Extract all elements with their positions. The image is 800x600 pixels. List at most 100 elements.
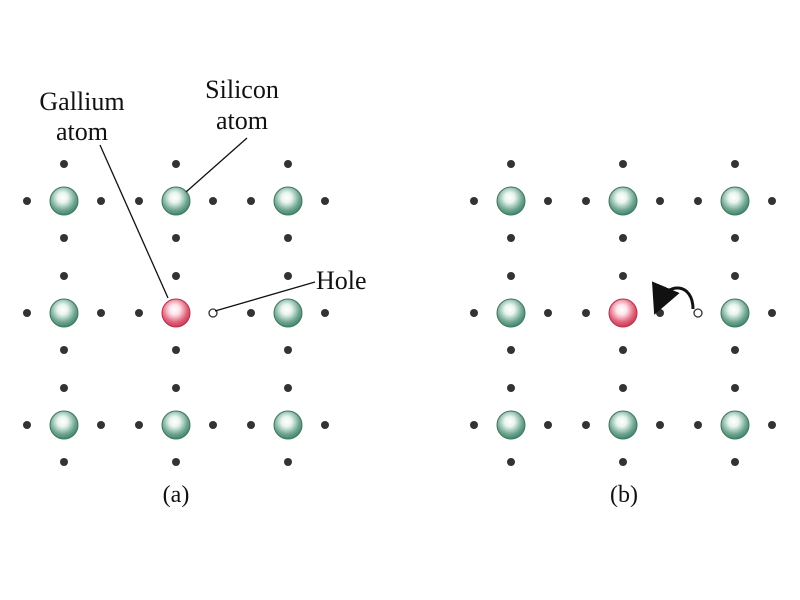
electron-dot	[470, 197, 478, 205]
silicon-atom	[49, 186, 79, 216]
electron-dot	[321, 421, 329, 429]
electron-dot	[768, 309, 776, 317]
silicon-atom	[496, 186, 526, 216]
electron-dot	[582, 197, 590, 205]
electron-dot	[619, 160, 627, 168]
electron-dot	[247, 197, 255, 205]
electron-dot	[582, 309, 590, 317]
panel-a	[23, 160, 329, 466]
electron-dot	[619, 384, 627, 392]
gallium-leader-line	[99, 144, 169, 299]
hole-motion-arrow	[652, 281, 695, 315]
electron-dot	[656, 197, 664, 205]
silicon-atom	[49, 298, 79, 328]
silicon-atom	[161, 186, 191, 216]
silicon-atom	[49, 410, 79, 440]
electron-dot	[731, 160, 739, 168]
electron-dot	[507, 458, 515, 466]
electron-dot	[731, 384, 739, 392]
electron-dot	[247, 309, 255, 317]
electron-dot	[284, 160, 292, 168]
electron-dot	[768, 197, 776, 205]
electron-dot	[135, 197, 143, 205]
gallium-label-line1: Gallium	[39, 87, 124, 116]
electron-dot	[582, 421, 590, 429]
electron-dot	[135, 309, 143, 317]
electron-dot	[284, 272, 292, 280]
electron-dot	[247, 421, 255, 429]
silicon-atom	[720, 298, 750, 328]
electron-dot	[731, 272, 739, 280]
electron-dot	[619, 272, 627, 280]
hole-marker	[693, 308, 703, 318]
electron-dot	[172, 234, 180, 242]
electron-dot	[619, 234, 627, 242]
electron-dot	[284, 234, 292, 242]
electron-dot	[60, 346, 68, 354]
electron-dot	[23, 309, 31, 317]
gallium-atom	[608, 298, 638, 328]
electron-dot	[694, 197, 702, 205]
electron-dot	[544, 421, 552, 429]
electron-dot	[321, 197, 329, 205]
panel-a-label: (a)	[163, 482, 190, 508]
silicon-atom	[496, 298, 526, 328]
silicon-atom	[273, 410, 303, 440]
electron-dot	[209, 421, 217, 429]
electron-dot	[23, 197, 31, 205]
hole-label: Hole	[316, 266, 367, 295]
electron-dot	[656, 309, 664, 317]
electron-dot	[507, 346, 515, 354]
electron-dot	[619, 346, 627, 354]
electron-dot	[731, 458, 739, 466]
electron-dot	[731, 234, 739, 242]
electron-dot	[284, 384, 292, 392]
electron-dot	[23, 421, 31, 429]
panel-b-label: (b)	[610, 482, 638, 508]
electron-dot	[768, 421, 776, 429]
silicon-atom	[496, 410, 526, 440]
silicon-atom	[161, 410, 191, 440]
electron-dot	[97, 421, 105, 429]
silicon-atom	[720, 410, 750, 440]
silicon-atom	[273, 186, 303, 216]
electron-dot	[172, 160, 180, 168]
electron-dot	[544, 309, 552, 317]
electron-dot	[656, 421, 664, 429]
electron-dot	[97, 197, 105, 205]
silicon-atom	[608, 410, 638, 440]
silicon-label-line2: atom	[216, 106, 268, 135]
electron-dot	[507, 384, 515, 392]
electron-dot	[135, 421, 143, 429]
electron-dot	[321, 309, 329, 317]
silicon-leader-line	[185, 137, 248, 193]
electron-dot	[284, 458, 292, 466]
electron-dot	[731, 346, 739, 354]
silicon-atom	[720, 186, 750, 216]
electron-dot	[470, 421, 478, 429]
electron-dot	[97, 309, 105, 317]
electron-dot	[694, 421, 702, 429]
panel-b	[470, 160, 776, 466]
electron-dot	[172, 384, 180, 392]
electron-dot	[60, 272, 68, 280]
hole-leader-line	[214, 281, 316, 312]
electron-dot	[60, 234, 68, 242]
electron-dot	[172, 458, 180, 466]
electron-dot	[209, 197, 217, 205]
gallium-label-line2: atom	[56, 117, 108, 146]
electron-dot	[544, 197, 552, 205]
electron-dot	[619, 458, 627, 466]
silicon-label-line1: Silicon	[205, 75, 279, 104]
electron-dot	[172, 346, 180, 354]
electron-dot	[507, 234, 515, 242]
electron-dot	[507, 160, 515, 168]
silicon-atom	[608, 186, 638, 216]
silicon-atom	[273, 298, 303, 328]
electron-dot	[284, 346, 292, 354]
gallium-atom	[161, 298, 191, 328]
electron-dot	[470, 309, 478, 317]
electron-dot	[60, 160, 68, 168]
electron-dot	[60, 458, 68, 466]
